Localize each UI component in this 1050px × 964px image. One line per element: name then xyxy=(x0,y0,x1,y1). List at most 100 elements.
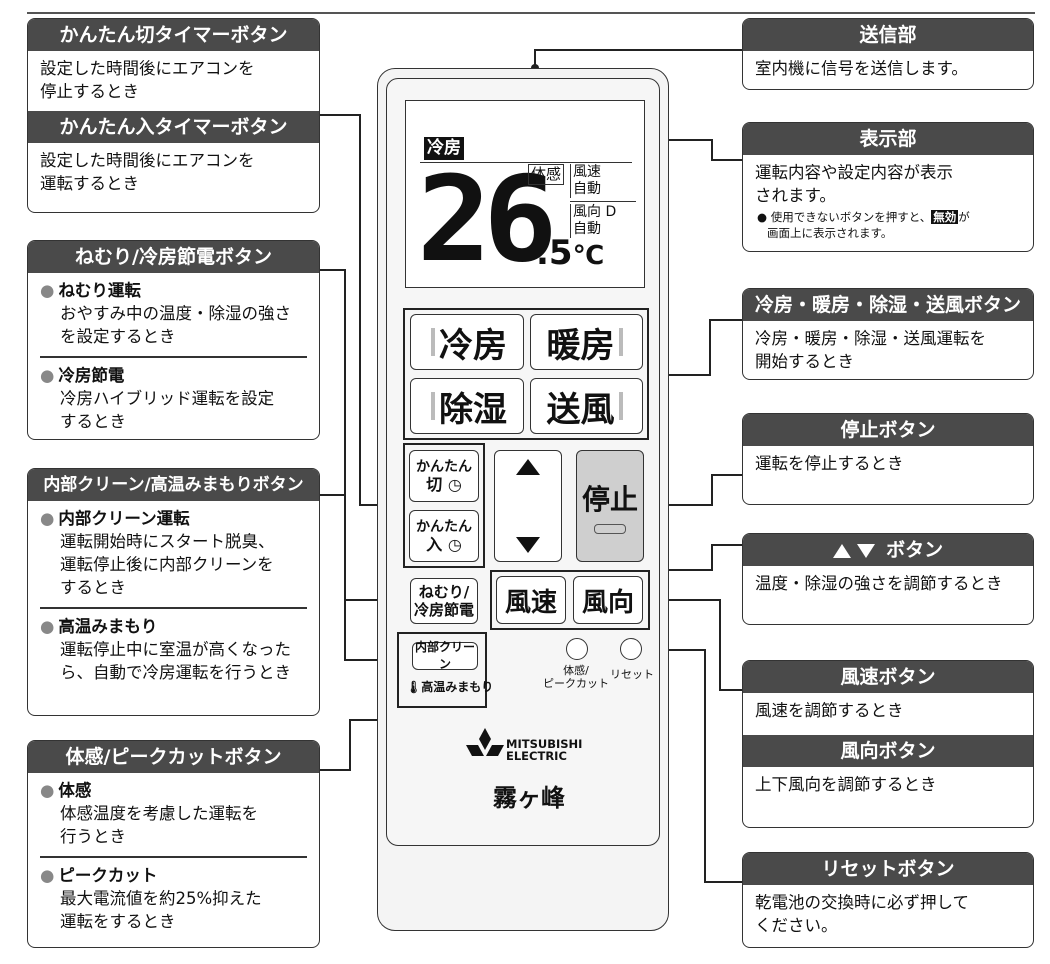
up-arrow-icon[interactable] xyxy=(516,459,540,475)
callout-stop: 停止ボタン 運転を停止するとき xyxy=(742,413,1034,505)
callout-sleep: ねむり/冷房節電ボタン ●ねむり運転 おやすみ中の温度・除湿の強さ を設定すると… xyxy=(27,240,320,440)
taikan-button-label: 体感/ピークカット xyxy=(543,664,609,690)
reset-title: リセットボタン xyxy=(743,853,1033,885)
temp-updown-button[interactable] xyxy=(494,450,562,562)
brand-name: 霧ヶ峰 xyxy=(493,783,565,812)
stop-text: 運転を停止するとき xyxy=(755,454,904,473)
callout-clean: 内部クリーン/高温みまもりボタン ●内部クリーン運転 運転開始時にスタート脱臭、… xyxy=(27,468,320,716)
callout-updown: ボタン 温度・除湿の強さを調節するとき xyxy=(742,533,1034,625)
down-arrow-icon[interactable] xyxy=(516,537,540,553)
clean-item-1-text-1: 運転開始時にスタート脱臭、 xyxy=(60,532,275,551)
transmit-title: 送信部 xyxy=(743,19,1033,51)
display-title: 表示部 xyxy=(743,123,1033,155)
up-triangle-icon xyxy=(832,543,851,558)
stop-button[interactable]: 停止 xyxy=(576,450,644,562)
heat-button[interactable]: 暖房 xyxy=(530,314,643,370)
mode-text-2: 開始するとき xyxy=(755,352,854,371)
transmit-text: 室内機に信号を送信します。 xyxy=(755,59,968,78)
reset-text-2: ください。 xyxy=(755,916,838,935)
clean-button-group xyxy=(397,632,487,708)
taikan-button[interactable] xyxy=(566,638,588,660)
sleep-item-1-label: ねむり運転 xyxy=(58,281,141,300)
updown-title: ボタン xyxy=(886,539,944,561)
sleep-title: ねむり/冷房節電ボタン xyxy=(28,241,319,273)
taikan-item-2-text-1: 最大電流値を約25%抑えた xyxy=(60,888,262,908)
lcd-mode: 冷房 xyxy=(424,137,464,160)
on-timer-title: かんたん入タイマーボタン xyxy=(28,111,319,143)
off-timer-text-2: 停止するとき xyxy=(40,82,139,101)
disabled-badge: 無効 xyxy=(931,210,959,224)
fanspeed-text: 風速を調節するとき xyxy=(755,701,904,720)
sleep-item-2-text-2: するとき xyxy=(60,411,126,431)
display-text-1: 運転内容や設定内容が表示 xyxy=(755,163,953,182)
sleep-button[interactable]: ねむり/冷房節電 xyxy=(410,578,478,624)
updown-title-wrap: ボタン xyxy=(743,534,1033,566)
fan-button-group xyxy=(490,570,650,630)
hightemp-label: 🌡高温みまもり xyxy=(406,680,494,694)
sleep-item-2-text-1: 冷房ハイブリッド運転を設定 xyxy=(60,388,275,408)
timer-button-group xyxy=(403,443,485,568)
taikan-item-2-label: ピークカット xyxy=(58,865,158,885)
clean-title: 内部クリーン/高温みまもりボタン xyxy=(28,469,319,501)
clean-item-2-text-1: 運転停止中に室温が高くなった xyxy=(60,639,291,659)
taikan-item-1-label: 体感 xyxy=(58,781,92,800)
fandir-title: 風向ボタン xyxy=(743,735,1033,767)
reset-button[interactable] xyxy=(620,638,642,660)
clock-icon: ◷ xyxy=(447,535,462,554)
reset-text-1: 乾電池の交換時に必ず押して xyxy=(755,893,970,912)
lcd-display xyxy=(405,100,645,288)
mitsubishi-logo-icon xyxy=(466,728,504,756)
lcd-temperature: 26 xyxy=(416,150,558,288)
fanspeed-title: 風速ボタン xyxy=(743,661,1033,693)
mode-title: 冷房・暖房・除湿・送風ボタン xyxy=(743,289,1033,321)
updown-text: 温度・除湿の強さを調節するとき xyxy=(755,574,1003,593)
taikan-item-1-text-1: 体感温度を考慮した運転を xyxy=(60,804,258,823)
display-note-4: 画面上に表示されます。 xyxy=(767,226,893,240)
down-triangle-icon xyxy=(857,543,876,558)
callout-taikan: 体感/ピークカットボタン ●体感 体感温度を考慮した運転を 行うとき ●ピークカ… xyxy=(27,740,320,948)
clock-icon: ◷ xyxy=(447,475,462,494)
off-timer-text-1: 設定した時間後にエアコンを xyxy=(40,59,255,78)
mode-text-1: 冷房・暖房・除湿・送風運転を xyxy=(755,329,986,348)
lcd-divider xyxy=(420,162,632,163)
thermometer-icon: 🌡 xyxy=(406,680,422,694)
display-note-1: 使用できないボタンを押すと、 xyxy=(770,210,932,224)
fandir-text: 上下風向を調節するとき xyxy=(755,775,937,794)
on-timer-text-1: 設定した時間後にエアコンを xyxy=(40,151,255,170)
taikan-title: 体感/ピークカットボタン xyxy=(28,741,319,773)
lcd-fan: 風速自動 xyxy=(570,164,601,198)
taikan-item-1-text-2: 行うとき xyxy=(60,827,126,846)
clean-item-1-text-3: するとき xyxy=(60,578,126,597)
off-timer-button[interactable]: かんたん切 ◷ xyxy=(409,450,479,502)
top-rule xyxy=(27,12,1035,14)
sleep-item-2-label: 冷房節電 xyxy=(58,365,125,385)
cool-button[interactable]: 冷房 xyxy=(410,314,524,370)
callout-timer: かんたん切タイマーボタン 設定した時間後にエアコンを 停止するとき かんたん入タ… xyxy=(27,18,320,213)
clean-button[interactable]: 内部クリーン xyxy=(412,640,478,671)
stop-title: 停止ボタン xyxy=(743,414,1033,446)
reset-button-label: リセット xyxy=(610,668,654,681)
dry-button[interactable]: 除湿 xyxy=(410,378,524,434)
callout-transmit: 送信部 室内機に信号を送信します。 xyxy=(742,18,1034,90)
clean-item-2-text-2: ら、自動で冷房運転を行うとき xyxy=(60,662,291,682)
callout-reset: リセットボタン 乾電池の交換時に必ず押して ください。 xyxy=(742,852,1034,948)
off-timer-title: かんたん切タイマーボタン xyxy=(28,19,319,51)
callout-fan: 風速ボタン 風速を調節するとき 風向ボタン 上下風向を調節するとき xyxy=(742,660,1034,828)
taikan-item-2-text-2: 運転をするとき xyxy=(60,911,176,931)
callout-mode: 冷房・暖房・除湿・送風ボタン 冷房・暖房・除湿・送風運転を 開始するとき xyxy=(742,288,1034,380)
clean-item-2-label: 高温みまもり xyxy=(58,616,158,636)
fan-button[interactable]: 送風 xyxy=(530,378,643,434)
callout-display: 表示部 運転内容や設定内容が表示 されます。 ● 使用できないボタンを押すと、無… xyxy=(742,122,1034,252)
clean-item-1-label: 内部クリーン運転 xyxy=(58,509,190,528)
mode-button-group xyxy=(403,308,649,440)
on-timer-text-2: 運転するとき xyxy=(40,174,139,193)
clean-item-1-text-2: 運転停止後に内部クリーンを xyxy=(60,555,274,574)
sleep-item-1-text-2: を設定するとき xyxy=(60,327,176,346)
on-timer-button[interactable]: かんたん入 ◷ xyxy=(409,510,479,562)
fan-direction-button[interactable]: 風向 xyxy=(573,576,643,624)
display-text-2: されます。 xyxy=(755,186,836,205)
fan-speed-button[interactable]: 風速 xyxy=(496,576,566,624)
lcd-taikan: 体感 xyxy=(528,164,565,185)
